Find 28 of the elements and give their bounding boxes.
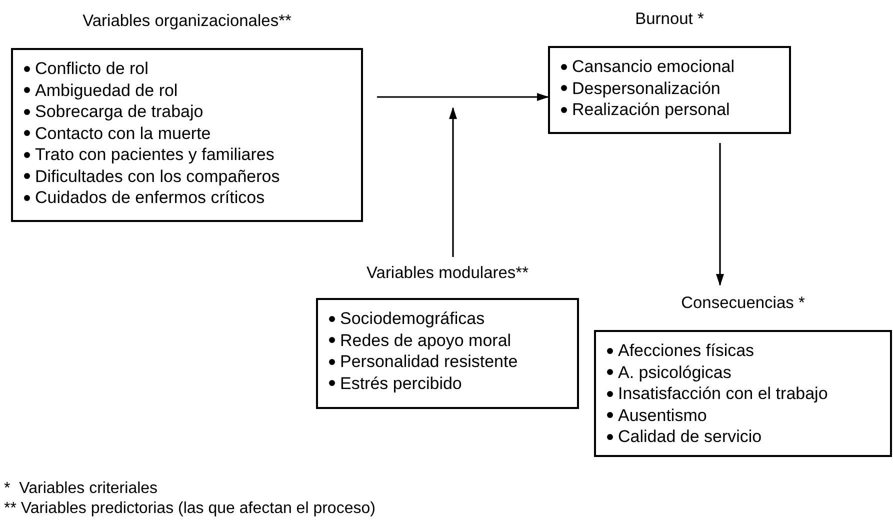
bullet-item: Cuidados de enfermos críticos [35, 187, 265, 208]
bullet-item: Ambiguedad de rol [35, 80, 178, 101]
box-heading: Variables modulares** [366, 264, 529, 283]
bullet-item: Conflicto de rol [35, 58, 148, 80]
bullet-item: A. psicológicas [618, 362, 732, 383]
box-heading: Consecuencias * [681, 294, 805, 313]
arrow [716, 143, 724, 286]
bullet-item: Sobrecarga de trabajo [35, 101, 204, 122]
bullet-item: Calidad de servicio [618, 426, 762, 448]
footnote: ** Variables predictorias (las que afectan el proceso) [4, 500, 376, 518]
bullet-item: Personalidad resistente [340, 351, 518, 372]
bullet-item: Redes de apoyo moral [340, 330, 512, 351]
arrow [377, 93, 549, 101]
footnote: * Variables criteriales [4, 480, 158, 498]
bullet-item: Realización personal [572, 99, 730, 120]
bullet-item: Afecciones físicas [618, 340, 754, 362]
bullet-item: Trato con pacientes y familiares [35, 144, 274, 166]
bullet-item: Cansancio emocional [572, 56, 735, 78]
bullet-item: Ausentismo [618, 404, 707, 426]
bullet-item: Dificultades con los compañeros [35, 166, 280, 187]
bullet-item: Sociodemográficas [340, 308, 485, 330]
box-heading: Burnout * [635, 10, 704, 29]
bullet-item: Despersonalización [572, 78, 720, 99]
bullet-item: Contacto con la muerte [35, 122, 211, 144]
box-heading: Variables organizacionales** [82, 12, 292, 31]
arrow [449, 107, 457, 257]
bullet-item: Insatisfacción con el trabajo [618, 383, 828, 404]
bullet-item: Estrés percibido [340, 372, 462, 394]
